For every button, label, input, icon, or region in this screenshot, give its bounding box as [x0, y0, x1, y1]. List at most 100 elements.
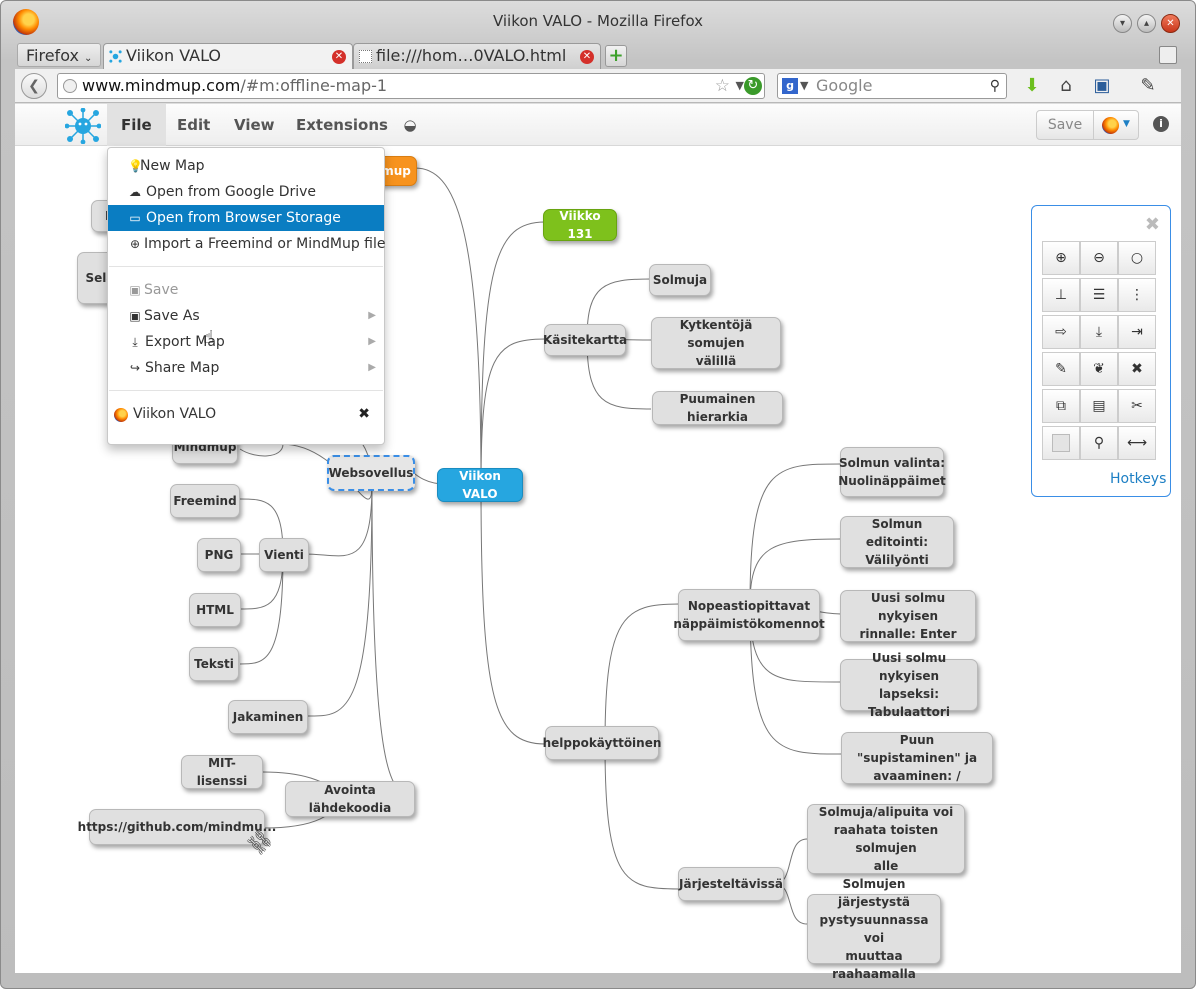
menu-share-map[interactable]: ↪Share Map▶: [108, 355, 384, 381]
attachment-icon[interactable]: ⚲: [1080, 426, 1118, 460]
list-icon[interactable]: ☰: [1080, 278, 1118, 312]
insert-root-icon[interactable]: ⇥: [1118, 315, 1156, 349]
map-node[interactable]: Vienti: [259, 538, 309, 572]
root-node[interactable]: Viikon VALO: [437, 468, 523, 502]
map-connectors: [239, 167, 842, 925]
map-node[interactable]: Teksti: [189, 647, 239, 681]
history-dropdown-icon[interactable]: ▼: [735, 79, 744, 92]
tools-icon[interactable]: ✎: [1140, 75, 1156, 96]
binoculars-icon[interactable]: ⚲: [989, 78, 1000, 94]
new-tab-button[interactable]: +: [605, 45, 627, 67]
menu-file[interactable]: File: [107, 104, 166, 146]
tab-file[interactable]: file:///hom…0VALO.html ✕: [353, 43, 601, 69]
info-icon[interactable]: i: [1153, 116, 1169, 132]
palette-close-icon[interactable]: ✖: [1144, 214, 1160, 235]
search-engine-dropdown-icon[interactable]: ▼: [800, 79, 809, 92]
insert-sibling-icon[interactable]: ⇨: [1042, 315, 1080, 349]
map-node[interactable]: Käsitekartta: [543, 324, 627, 356]
sitemap-icon[interactable]: ⊥: [1042, 278, 1080, 312]
window-close-icon[interactable]: ✕: [1161, 14, 1180, 33]
firefox-icon: [114, 401, 128, 427]
insert-child-icon[interactable]: ⤓: [1080, 315, 1118, 349]
map-node[interactable]: Viikko 131: [543, 209, 617, 241]
mindmup-logo-icon[interactable]: [65, 108, 101, 144]
mindmup-app: File Edit View Extensions ◒ Save ▼ i mup…: [15, 103, 1181, 981]
lightbulb-icon: 💡: [128, 159, 143, 173]
firefox-menu-label: Firefox: [26, 46, 79, 65]
save-button[interactable]: Save: [1036, 110, 1094, 140]
firefox-logo-icon[interactable]: [13, 9, 39, 35]
paste-icon[interactable]: ▤: [1080, 389, 1118, 423]
tab-close-icon[interactable]: ✕: [332, 50, 346, 64]
menu-new-map[interactable]: 💡New Map: [108, 153, 384, 179]
map-node[interactable]: Nopeastiopittavat näppäimistökomennot: [673, 589, 825, 641]
leaf-icon[interactable]: ❦: [1080, 352, 1118, 386]
download-arrow-icon[interactable]: ⬇: [1024, 75, 1040, 96]
map-node[interactable]: Solmuja/alipuita voi raahata toisten sol…: [807, 804, 965, 874]
tab-bar: Firefox ⌄ Viikon VALO ✕ file:///hom…0VAL…: [15, 41, 1181, 69]
menu-save[interactable]: ▣Save: [108, 277, 384, 303]
google-icon[interactable]: g: [782, 78, 798, 94]
map-node[interactable]: PNG: [197, 538, 241, 572]
zoom-in-icon[interactable]: ⊕: [1042, 241, 1080, 275]
map-node[interactable]: Jakaminen: [228, 700, 308, 734]
menu-edit[interactable]: Edit: [177, 116, 211, 134]
menu-extensions[interactable]: Extensions: [296, 116, 388, 134]
arrows-horizontal-icon[interactable]: ⟷: [1118, 426, 1156, 460]
window-title: Viikon VALO - Mozilla Firefox: [492, 12, 704, 30]
storage-select-button[interactable]: ▼: [1093, 110, 1139, 140]
map-node[interactable]: Solmun valinta: Nuolinäppäimet: [838, 447, 946, 497]
map-node[interactable]: Kytkentöjä somujen välillä: [651, 317, 781, 369]
color-swatch-icon[interactable]: [1042, 426, 1080, 460]
map-node[interactable]: Freemind: [170, 484, 240, 518]
menu-open-google-drive[interactable]: ☁Open from Google Drive: [108, 179, 384, 205]
search-bar[interactable]: g ▼ Google ⚲: [777, 73, 1007, 99]
menu-recent-map[interactable]: Viikon VALO✖: [108, 401, 384, 427]
map-node[interactable]: Avointa lähdekoodia: [285, 781, 415, 817]
map-node[interactable]: Solmujen järjestystä pystysuunnassa voi …: [807, 877, 941, 981]
floppy-icon: ▣: [129, 309, 141, 323]
reload-icon[interactable]: ↻: [744, 77, 762, 95]
maximize-icon[interactable]: ▴: [1137, 14, 1156, 33]
bookmark-star-icon[interactable]: ☆: [714, 76, 730, 96]
tab-viikon-valo[interactable]: Viikon VALO ✕: [103, 43, 353, 69]
cloud-upload-icon: ☁: [129, 185, 141, 199]
map-node[interactable]: Uusi solmu nykyisen lapseksi: Tabulaatto…: [840, 651, 978, 719]
map-node[interactable]: HTML: [189, 593, 241, 627]
tab-list-icon[interactable]: [1159, 46, 1177, 64]
map-node[interactable]: Solmun editointi: Välilyönti: [840, 516, 954, 568]
menu-open-browser-storage[interactable]: ▭Open from Browser Storage: [108, 205, 384, 231]
dashboard-icon[interactable]: ◒: [403, 116, 417, 134]
menu-item-label: Import a Freemind or MindMup file: [144, 236, 386, 252]
map-node[interactable]: https://github.com/mindmu...: [78, 809, 276, 845]
firefox-menu-button[interactable]: Firefox ⌄: [17, 43, 102, 67]
map-node[interactable]: helppokäyttöinen: [543, 726, 661, 760]
map-node[interactable]: Järjesteltävissä: [678, 867, 784, 901]
menu-view[interactable]: View: [234, 116, 275, 134]
map-node[interactable]: Uusi solmu nykyisen rinnalle: Enter: [840, 590, 976, 642]
menu-save-as[interactable]: ▣Save As▶: [108, 303, 384, 329]
menu-import-file[interactable]: ⊕Import a Freemind or MindMup file: [108, 231, 386, 257]
selected-node[interactable]: Websovellus: [327, 455, 415, 491]
remove-icon[interactable]: ✖: [358, 406, 370, 422]
home-icon[interactable]: ⌂: [1060, 75, 1072, 96]
map-node[interactable]: MIT-lisenssi: [181, 755, 263, 789]
map-node[interactable]: Puun "supistaminen" ja avaaminen: /: [841, 732, 993, 784]
pencil-icon[interactable]: ✎: [1042, 352, 1080, 386]
tab-close-icon[interactable]: ✕: [580, 50, 594, 64]
scissors-icon[interactable]: ✂: [1118, 389, 1156, 423]
menu-item-label: Save: [144, 282, 179, 298]
map-node[interactable]: Solmuja: [649, 264, 711, 296]
map-node[interactable]: Puumainen hierarkia: [652, 391, 783, 425]
reset-zoom-icon[interactable]: ○: [1118, 241, 1156, 275]
menu-export-map[interactable]: ⤓Export Map▶: [108, 329, 384, 355]
more-vertical-icon[interactable]: ⋮: [1118, 278, 1156, 312]
bookmarks-icon[interactable]: ▣: [1093, 75, 1111, 96]
hotkeys-link[interactable]: Hotkeys: [1110, 471, 1167, 487]
minimize-icon[interactable]: ▾: [1113, 14, 1132, 33]
delete-icon[interactable]: ✖: [1118, 352, 1156, 386]
back-button[interactable]: ❮: [21, 73, 47, 99]
url-bar[interactable]: www.mindmup.com/#m:offline-map-1 ☆ ▼ ↻: [57, 73, 765, 99]
copy-icon[interactable]: ⧉: [1042, 389, 1080, 423]
zoom-out-icon[interactable]: ⊖: [1080, 241, 1118, 275]
